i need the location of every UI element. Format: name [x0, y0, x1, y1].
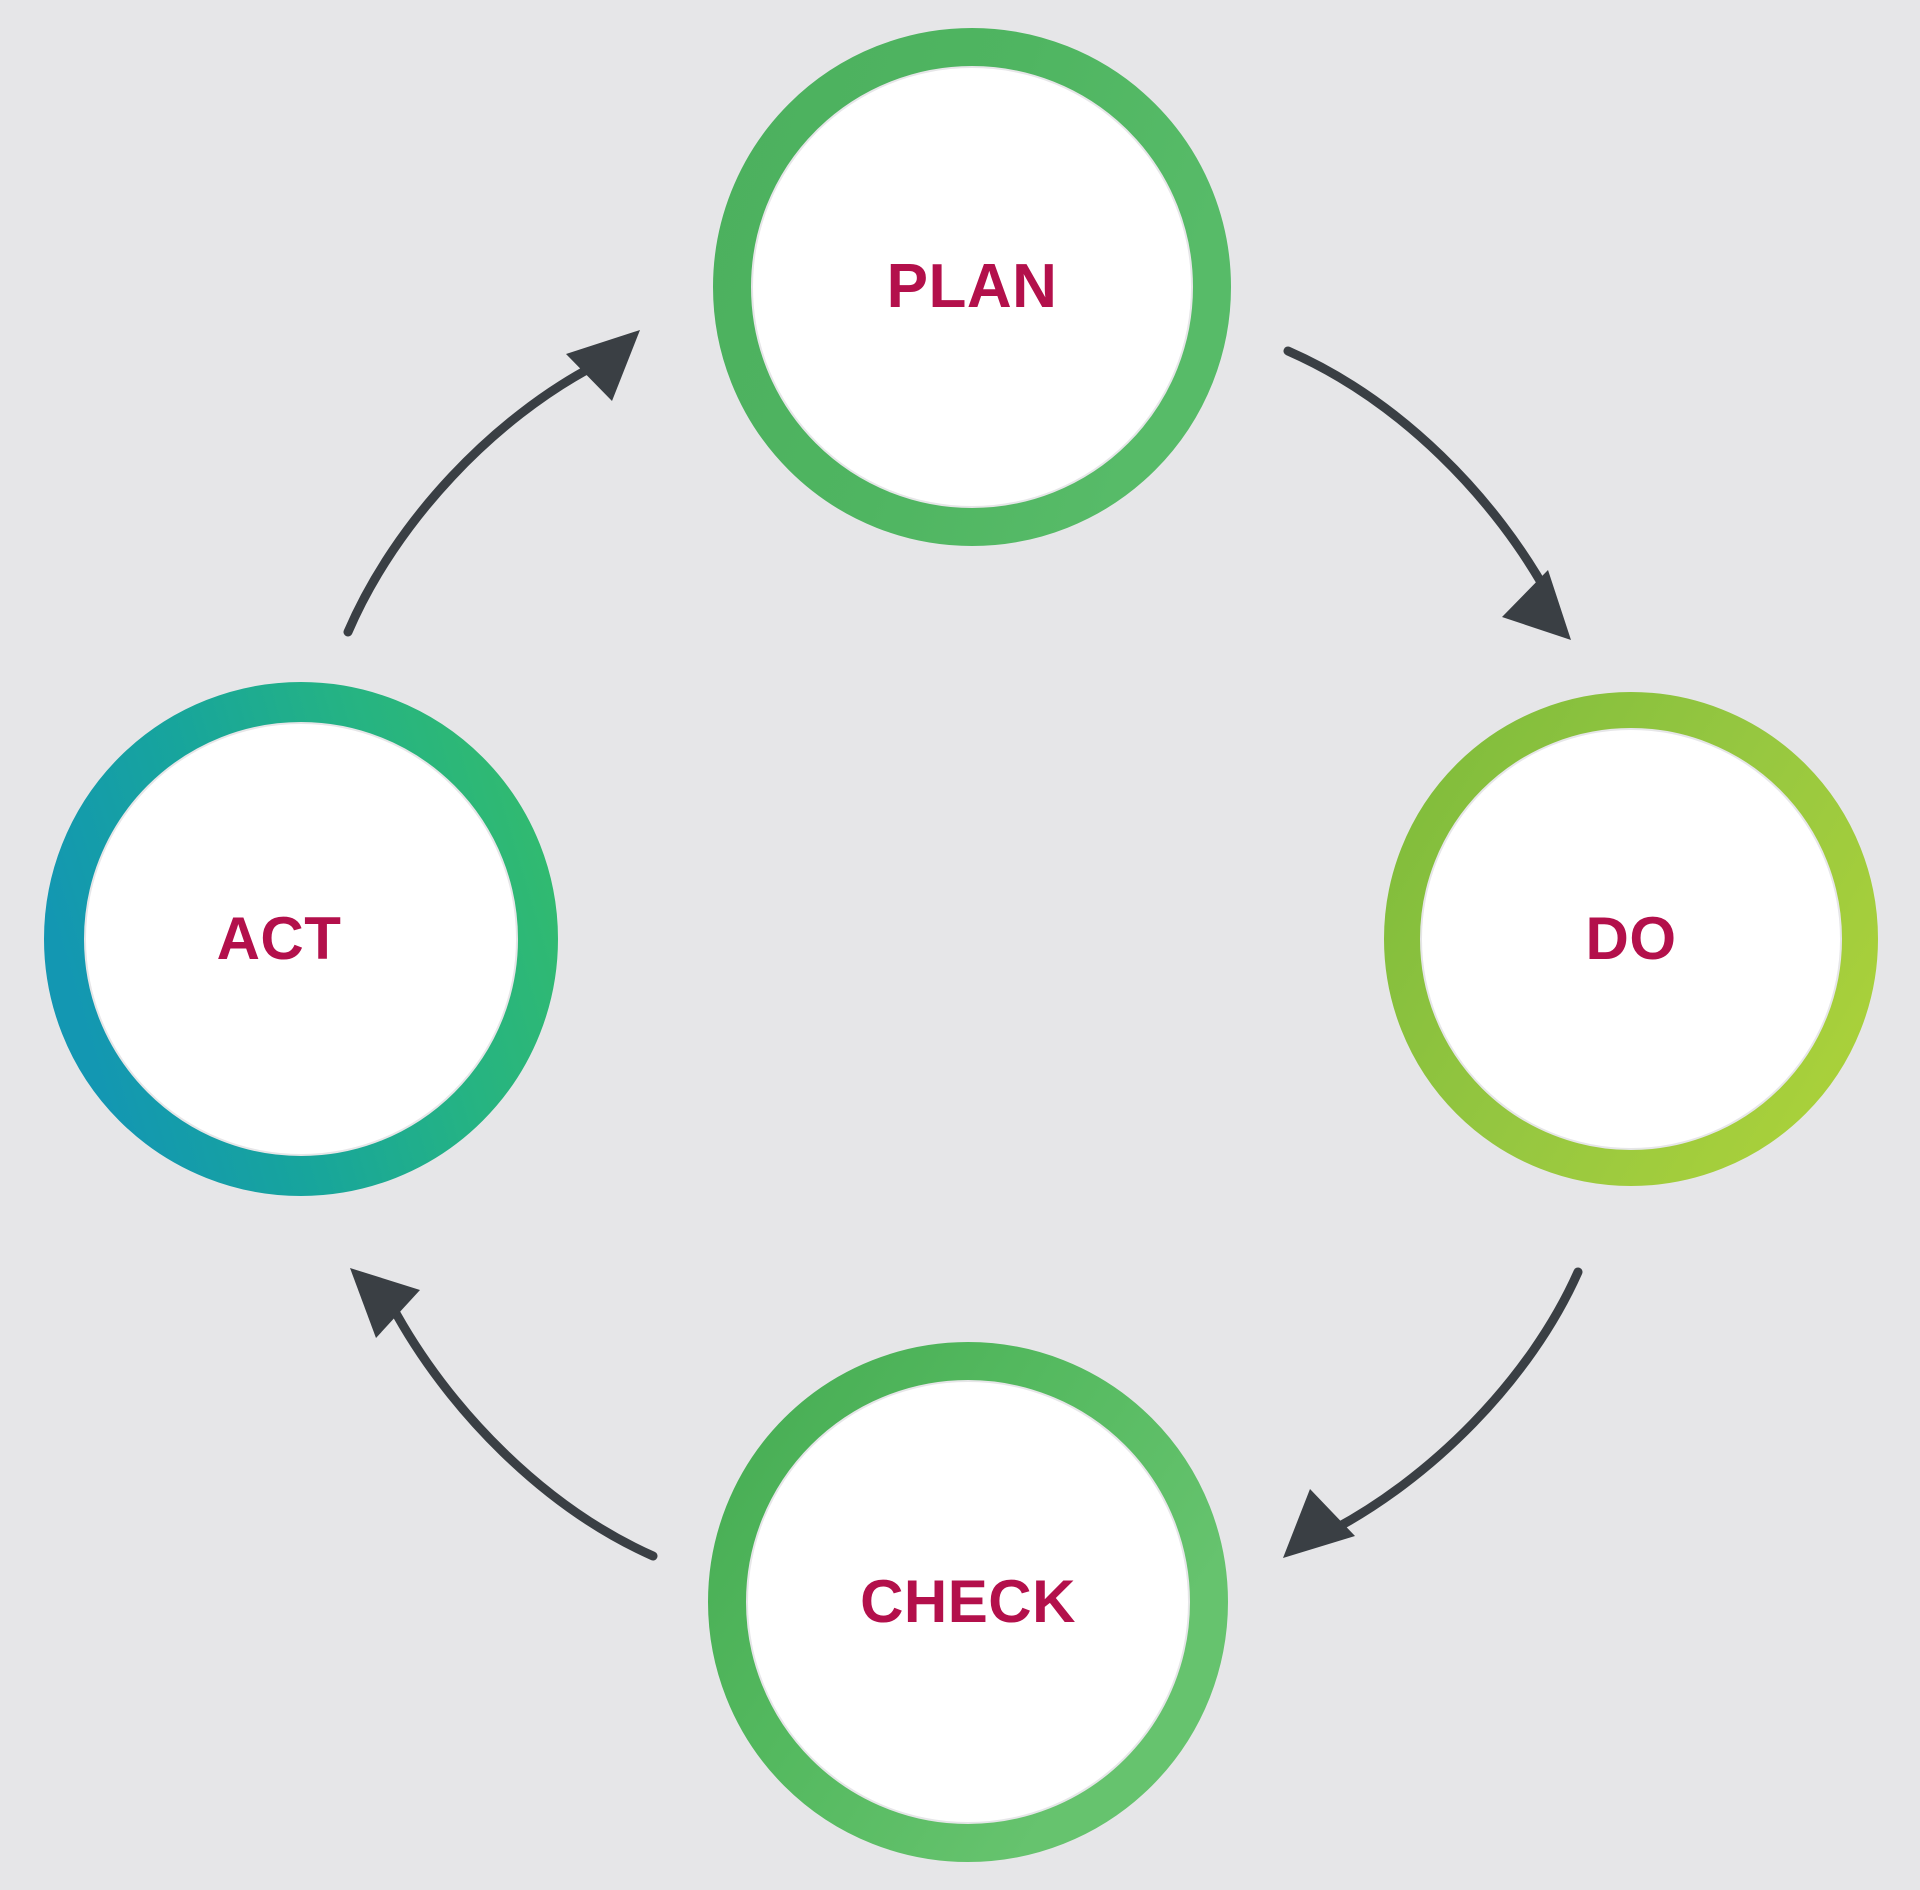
check-ring: [708, 1342, 1228, 1862]
node-act-label: ACT: [216, 905, 342, 972]
plan-ring: [713, 28, 1231, 546]
arrow-check-to-act: [350, 1268, 658, 1561]
node-do-label: DO: [1585, 905, 1677, 972]
node-check-label: CHECK: [860, 1568, 1076, 1635]
plan-inner-disc: [753, 68, 1191, 506]
node-act[interactable]: ACT: [44, 682, 558, 1196]
do-inner-disc: [1422, 730, 1840, 1148]
check-inner-disc: [748, 1382, 1188, 1822]
node-do[interactable]: DO: [1384, 692, 1878, 1186]
node-plan-label: PLAN: [886, 252, 1058, 321]
node-plan[interactable]: PLAN: [713, 28, 1231, 546]
act-ring: [44, 682, 558, 1196]
arrow-do-to-check: [1283, 1267, 1583, 1558]
do-ring: [1384, 692, 1878, 1186]
node-check[interactable]: CHECK: [708, 1342, 1228, 1862]
act-inner-disc: [86, 724, 516, 1154]
arrow-plan-to-do: [1283, 346, 1571, 640]
arrow-act-to-plan: [343, 330, 640, 637]
